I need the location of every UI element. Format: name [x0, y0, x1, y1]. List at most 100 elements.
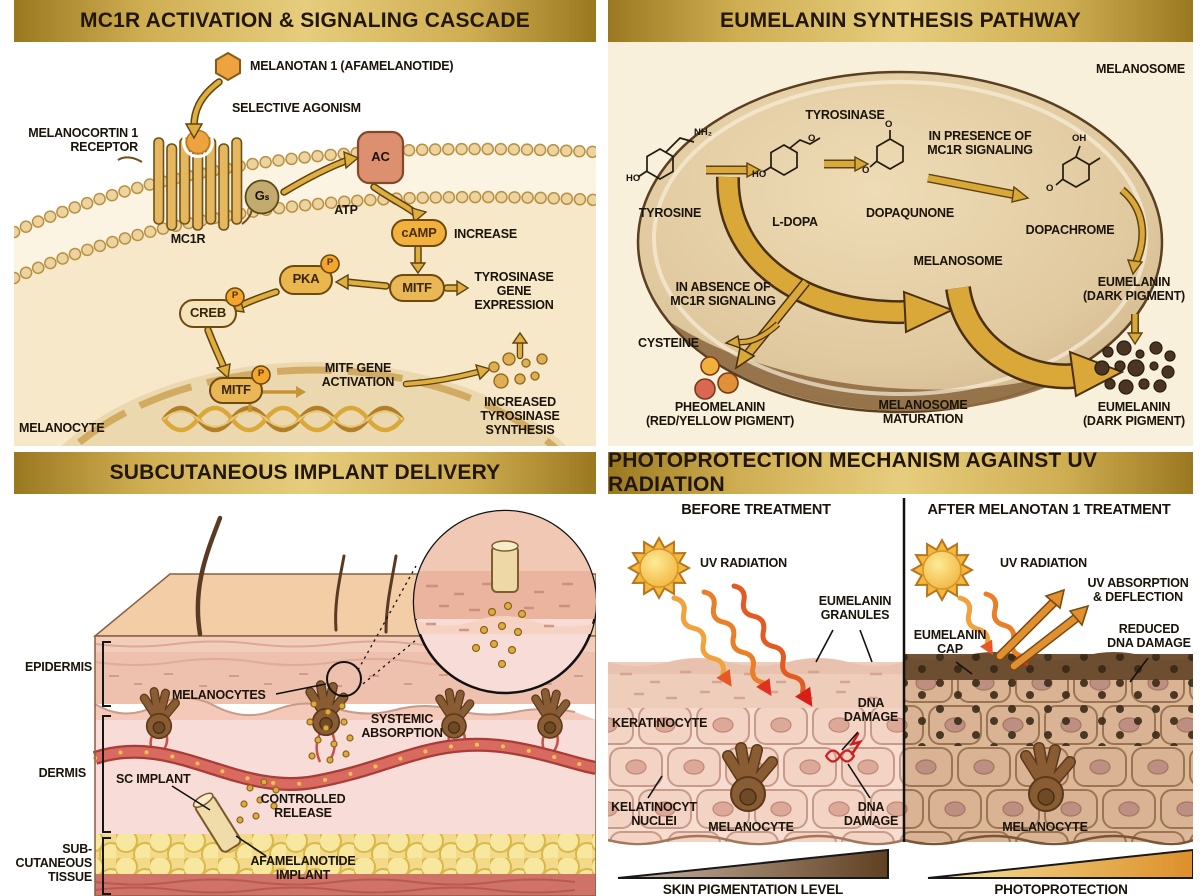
- pheomelanin-label: PHEOMELANIN (RED/YELLOW PIGMENT): [645, 400, 795, 428]
- pigmentation-legend-label: SKIN PIGMENTATION LEVEL: [662, 882, 844, 896]
- panel1-title-banner: MC1R ACTIVATION & SIGNALING CASCADE: [14, 0, 596, 42]
- dna-damage-label-1: DNA DAMAGE: [843, 696, 899, 724]
- panel1-content: MELANOTAN 1 (AFAMELANOTIDE) SELECTIVE AG…: [14, 42, 596, 446]
- panel-mc1r-activation: MC1R ACTIVATION & SIGNALING CASCADE: [14, 0, 596, 446]
- before-treatment-label: BEFORE TREATMENT: [681, 502, 831, 518]
- atp-label: ATP: [334, 203, 358, 217]
- melanocortin-receptor-label: MELANOCORTIN 1 RECEPTOR: [28, 126, 138, 154]
- mitf-nucleus-pill: [209, 377, 263, 404]
- melanotan-hexagon-icon: [215, 51, 241, 82]
- uv-absorption-label: UV ABSORPTION & DEFLECTION: [1087, 576, 1189, 604]
- chem-o2: O: [885, 119, 893, 130]
- chem-o3: O: [862, 165, 870, 176]
- maturation-arrows: [715, 176, 1125, 398]
- eumelanin-cap-label: EUMELANIN CAP: [913, 628, 987, 656]
- afamelanotide-implant-label: AFAMELANOTIDE IMPLANT: [250, 854, 356, 882]
- blood-vessel: [92, 737, 596, 791]
- tyrosine-label: TYROSINE: [638, 206, 702, 220]
- phospho-badge-pka: [320, 254, 340, 274]
- creb-pill: [179, 299, 237, 328]
- phospho-badge-creb: [225, 287, 245, 307]
- ligand-ball-icon: [185, 129, 211, 155]
- dopaquinone-label: DOPAQUNONE: [865, 206, 955, 220]
- chem-o4: O: [1046, 183, 1054, 194]
- maturation-label: MELANOSOME MATURATION: [878, 398, 968, 426]
- panel-photoprotection: PHOTOPROTECTION MECHANISM AGAINST UV RAD…: [608, 449, 1193, 896]
- panel4-title-banner: PHOTOPROTECTION MECHANISM AGAINST UV RAD…: [608, 449, 1193, 496]
- layer-brackets: [102, 641, 111, 895]
- chem-nh2: NH₂: [694, 127, 712, 138]
- tyrosinase-gene-label: TYROSINASE GENE EXPRESSION: [474, 270, 554, 312]
- dna-helix: [161, 405, 405, 433]
- chem-oh: OH: [1072, 133, 1087, 144]
- melanosome-outer-label: MELANOSOME: [1096, 62, 1185, 76]
- melanocyte-label: MELANOCYTE: [19, 421, 105, 435]
- melanocyte-right-label: MELANOCYTE: [1002, 820, 1088, 834]
- melanin-dots: [488, 352, 548, 389]
- dna-damage-icon: [824, 732, 863, 763]
- skin-implant-illustration: [14, 494, 596, 896]
- panel3-title-banner: SUBCUTANEOUS IMPLANT DELIVERY: [14, 452, 596, 494]
- eumelanin-label-1: EUMELANIN (DARK PIGMENT): [1082, 275, 1186, 303]
- cysteine-label: CYSTEINE: [638, 336, 699, 350]
- sc-implant-label: SC IMPLANT: [116, 772, 191, 786]
- gs-protein: [244, 179, 280, 215]
- eumelanin-pathway-illustration: [608, 42, 1193, 446]
- uv-rays-before: [671, 583, 813, 707]
- p-badge-1: P: [326, 257, 334, 268]
- p-badge-2: P: [231, 290, 239, 301]
- legend-scales: [617, 848, 1193, 879]
- controlled-release-label: CONTROLLED RELEASE: [260, 792, 346, 820]
- camp-pill: [391, 219, 447, 247]
- panel3-title: SUBCUTANEOUS IMPLANT DELIVERY: [109, 461, 501, 484]
- melanocyte-left-label: MELANOCYTE: [708, 820, 794, 834]
- skin-after: [903, 652, 1193, 846]
- melanocytes-label: MELANOCYTES: [172, 688, 266, 702]
- mitf-label: MITF: [402, 280, 432, 295]
- increased-tyrosinase-label: INCREASED TYROSINASE SYNTHESIS: [480, 395, 560, 437]
- skin-before: [608, 658, 905, 846]
- creb-label: CREB: [189, 305, 227, 320]
- panel1-title: MC1R ACTIVATION & SIGNALING CASCADE: [80, 9, 530, 32]
- melanosome-inner-label: MELANOSOME: [913, 254, 1003, 268]
- sc-implant-cylinder: [192, 792, 242, 853]
- mitf-gene-activation-label: MITF GENE ACTIVATION: [321, 361, 395, 389]
- pka-pill: [279, 265, 333, 295]
- panel-eumelanin-synthesis: EUMELANIN SYNTHESIS PATHWAY: [608, 0, 1193, 446]
- gene-activation-arrowhead: [296, 386, 306, 398]
- pka-label: PKA: [292, 271, 320, 286]
- hair-follicles: [195, 515, 398, 637]
- mc1r-cascade-illustration: [14, 42, 596, 446]
- selective-agonism-label: SELECTIVE AGONISM: [232, 101, 361, 115]
- pheomelanin-dots: [694, 356, 739, 400]
- uv-radiation-left-label: UV RADIATION: [700, 556, 787, 570]
- chem-ho2: HO: [752, 169, 767, 180]
- panel-implant-delivery: SUBCUTANEOUS IMPLANT DELIVERY: [14, 452, 596, 896]
- in-presence-label: IN PRESENCE OF MC1R SIGNALING: [927, 129, 1033, 157]
- photoprotection-legend-label: PHOTOPROTECTION: [994, 882, 1128, 896]
- tyrosinase-label: TYROSINASE: [805, 108, 885, 122]
- ac-label: AC: [371, 149, 390, 164]
- mitf-nucleus-label: MITF: [221, 382, 251, 397]
- systemic-absorption-label: SYSTEMIC ABSORPTION: [361, 712, 443, 740]
- panel3-content: EPIDERMIS DERMIS SUB- CUTANEOUS TISSUE M…: [14, 494, 596, 896]
- dopachrome-label: DOPACHROME: [1025, 223, 1115, 237]
- kelatinocyt-nuclei-label: KELATINOCYT NUCLEI: [611, 800, 697, 828]
- dermis-label: DERMIS: [38, 766, 87, 780]
- ldopa-label: L-DOPA: [772, 215, 818, 229]
- mitf-pill: [389, 274, 445, 302]
- eumelanin-granules-label: EUMELANIN GRANULES: [818, 594, 892, 622]
- chem-o1: O: [808, 133, 816, 144]
- subcutaneous-label: SUB- CUTANEOUS TISSUE: [15, 842, 93, 884]
- mc1r-label: MC1R: [170, 232, 206, 246]
- panel2-title-banner: EUMELANIN SYNTHESIS PATHWAY: [608, 0, 1193, 42]
- leader-lines: [171, 683, 327, 857]
- epidermis-label: EPIDERMIS: [25, 660, 92, 674]
- chemical-structures: [637, 130, 1101, 188]
- increase-label: INCREASE: [454, 227, 517, 241]
- drug-dots: [236, 700, 354, 824]
- photoprotection-illustration: [608, 494, 1193, 896]
- eumelanin-label-2: EUMELANIN (DARK PIGMENT): [1082, 400, 1186, 428]
- panel2-content: MELANOSOME TYROSINE TYROSINASE L-DOPA DO…: [608, 42, 1193, 446]
